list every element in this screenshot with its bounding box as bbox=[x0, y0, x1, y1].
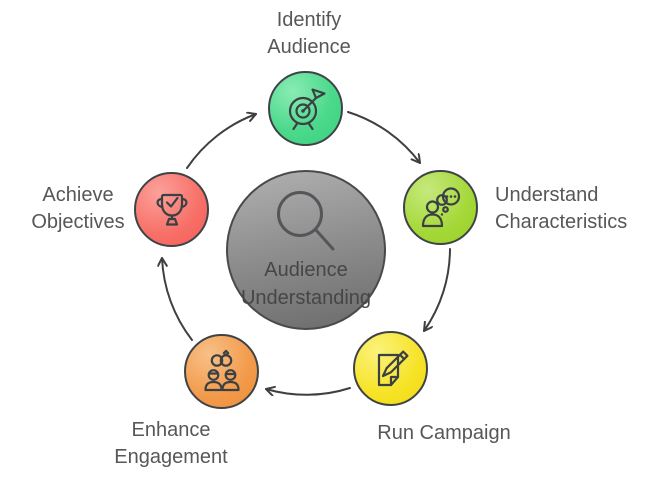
node-enhance-engagement bbox=[184, 334, 259, 409]
arrow-right-to-bottomright bbox=[423, 248, 451, 332]
trophy-check-icon bbox=[155, 193, 188, 226]
center-label-line2: Understanding bbox=[240, 287, 372, 309]
center-label-line1: Audience bbox=[264, 259, 348, 281]
label-identify-audience: Identify Audience bbox=[267, 9, 351, 58]
note-pencil-icon bbox=[377, 350, 408, 386]
target-dart-icon bbox=[288, 87, 326, 130]
center-circle: Audience Understanding bbox=[226, 170, 386, 330]
arrow-bottomleft-to-left bbox=[162, 257, 193, 341]
arrow-left-to-top bbox=[186, 114, 257, 169]
center-label: Audience Understanding bbox=[228, 256, 384, 312]
label-enhance-engagement: Enhance Engagement bbox=[114, 419, 228, 468]
label-run-campaign: Run Campaign bbox=[377, 422, 511, 444]
node-understand-characteristics bbox=[403, 170, 478, 245]
arrow-top-to-right bbox=[347, 111, 421, 164]
person-thought-icon bbox=[421, 186, 460, 227]
node-identify-audience bbox=[268, 71, 343, 146]
node-run-campaign bbox=[353, 331, 428, 406]
magnifier-icon bbox=[277, 191, 335, 251]
arrow-bottomright-to-bottomleft bbox=[265, 388, 351, 395]
label-understand-characteristics: Understand Characteristics bbox=[495, 184, 628, 233]
people-rings-icon bbox=[203, 349, 240, 391]
node-achieve-objectives bbox=[134, 172, 209, 247]
label-achieve-objectives: Achieve Objectives bbox=[31, 184, 125, 233]
